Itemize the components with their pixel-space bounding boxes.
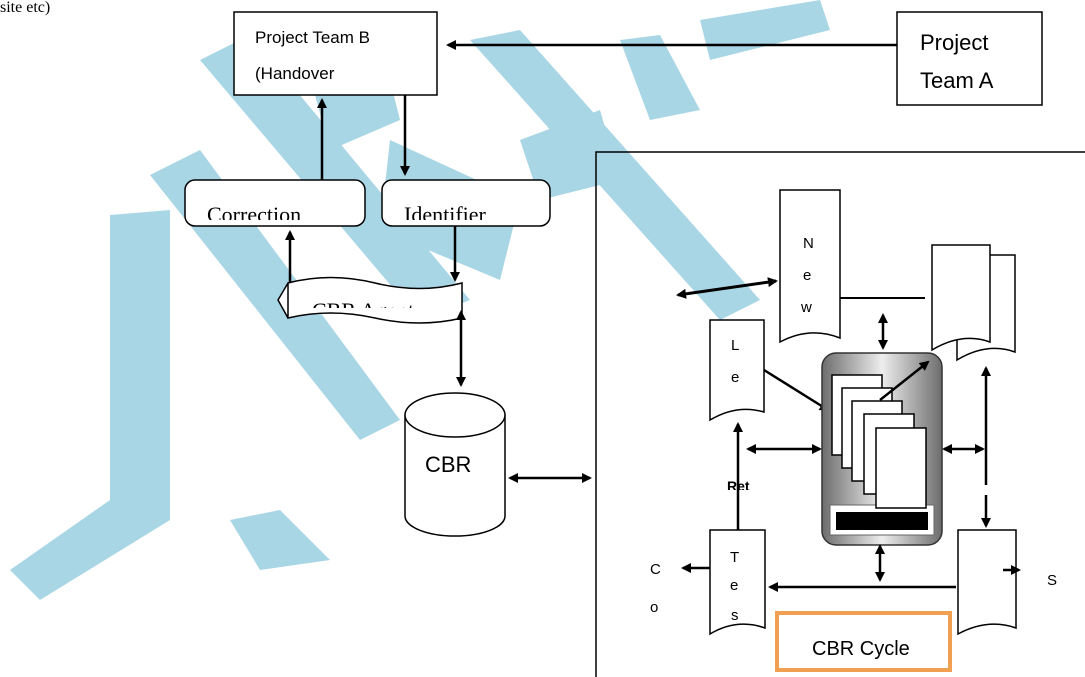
project-team-b-label-line1: Project Team B — [255, 28, 370, 47]
top-left-text: site etc) — [0, 0, 50, 16]
new-document — [780, 190, 840, 342]
learn-letter-2: e — [731, 369, 739, 386]
co-letter-1: C — [650, 561, 661, 578]
solution-document — [958, 530, 1016, 634]
new-letter-2: e — [803, 267, 811, 284]
new-letter-1: N — [803, 235, 814, 252]
retrieved-docs-front — [932, 245, 990, 350]
cbr-database-label: CBR — [425, 452, 471, 477]
cbr-cycle-badge-label: CBR Cycle — [812, 638, 910, 660]
s-label: S — [1047, 572, 1057, 589]
co-letter-2: o — [650, 599, 658, 616]
case-base-screen — [836, 512, 928, 530]
learn-letter-1: L — [731, 337, 739, 354]
test-letter-2: e — [730, 577, 738, 594]
project-team-a-label-line1: Project — [920, 30, 988, 55]
arrow-learn-to-case-base — [764, 370, 828, 410]
project-team-a-label-line2: Team A — [920, 68, 994, 93]
project-team-b-label-line2: (Handover — [255, 64, 335, 83]
new-letter-3: w — [800, 299, 812, 316]
test-letter-3: s — [731, 607, 739, 624]
test-letter-1: T — [730, 549, 739, 566]
